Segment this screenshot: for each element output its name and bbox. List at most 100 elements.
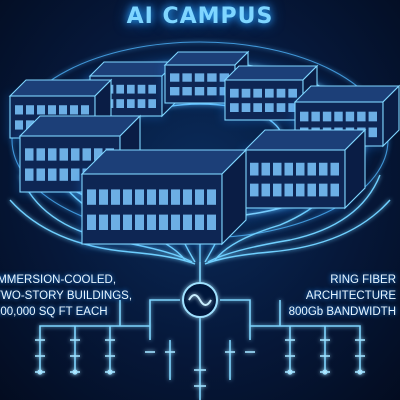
building-window <box>284 183 293 197</box>
building-window <box>311 111 320 122</box>
building-window <box>48 168 57 181</box>
building-window <box>116 99 124 108</box>
building-window <box>87 189 96 205</box>
building-window <box>135 189 144 205</box>
building-window <box>368 127 377 138</box>
building-window <box>147 189 156 205</box>
building-window <box>368 111 377 122</box>
building-window <box>111 214 120 230</box>
building-window <box>265 88 274 98</box>
caption-left-line-3: 100,000 SQ FT EACH <box>0 306 108 318</box>
building-window <box>135 214 144 230</box>
terminal-dot <box>287 369 293 375</box>
building-window <box>183 189 192 205</box>
building-window <box>330 162 339 176</box>
building-window <box>207 189 216 205</box>
caption-right-line-3: 800Gb BANDWIDTH <box>288 306 396 318</box>
caption-right-line-1: RING FIBER <box>330 274 396 286</box>
building-window <box>37 105 45 115</box>
building-window <box>116 84 124 94</box>
caption-left: IMMERSION-COOLED, TWO-STORY BUILDINGS, 1… <box>0 272 132 320</box>
building-window <box>284 162 293 176</box>
building-window <box>25 168 34 181</box>
building-window <box>71 168 80 181</box>
building-window <box>123 189 132 205</box>
building-window <box>182 73 192 82</box>
building-window <box>296 183 305 197</box>
building-window <box>15 105 23 115</box>
building-window <box>137 84 146 94</box>
building-window <box>171 214 180 230</box>
buildings <box>8 50 400 246</box>
building-window <box>241 88 251 98</box>
building-window <box>127 84 135 94</box>
ac-power-sine-icon <box>182 282 218 318</box>
building-window <box>253 88 262 98</box>
building-window <box>36 148 45 161</box>
building-window <box>261 183 270 197</box>
building-window <box>319 162 328 176</box>
building-window <box>207 214 216 230</box>
building-window <box>123 214 132 230</box>
building <box>18 114 142 194</box>
building-window <box>207 87 217 96</box>
building-window <box>195 189 204 205</box>
building-window <box>230 103 239 112</box>
building-window <box>219 73 229 82</box>
building-window <box>111 189 120 205</box>
caption-right-line-2: ARCHITECTURE <box>305 290 396 302</box>
building-window <box>307 162 316 176</box>
building-window <box>25 148 34 161</box>
building-window <box>322 111 332 122</box>
building-window <box>182 87 192 96</box>
building-window <box>59 105 67 115</box>
building-window <box>261 162 270 176</box>
building-window <box>253 103 262 112</box>
building-window <box>241 103 251 112</box>
building-window <box>36 168 45 181</box>
building-window <box>194 87 205 96</box>
building-window <box>183 214 192 230</box>
building-window <box>276 88 286 98</box>
building-window <box>99 189 108 205</box>
terminal-dot <box>357 369 363 375</box>
building-window <box>330 183 339 197</box>
building-window <box>59 168 68 181</box>
building-window <box>273 183 282 197</box>
building-window <box>26 120 34 130</box>
building-window <box>70 105 78 115</box>
building-window <box>334 111 343 122</box>
building-window <box>296 162 305 176</box>
building-window <box>147 214 156 230</box>
building-window <box>345 111 355 122</box>
building-window <box>48 148 57 161</box>
building-window <box>71 148 80 161</box>
building-window <box>15 120 23 130</box>
building <box>243 128 367 210</box>
building-window <box>59 148 68 161</box>
caption-left-line-1: IMMERSION-COOLED, <box>0 274 117 286</box>
building-window <box>159 189 168 205</box>
building-window <box>250 183 259 197</box>
building-window <box>288 103 297 112</box>
building-window <box>273 162 282 176</box>
caption-left-line-2: TWO-STORY BUILDINGS, <box>0 290 133 302</box>
building <box>80 148 248 246</box>
building-window <box>170 73 180 82</box>
terminal-dot <box>322 369 328 375</box>
building-window <box>250 162 259 176</box>
building-window <box>207 73 217 82</box>
building-window <box>137 99 146 108</box>
building-window <box>82 148 91 161</box>
building-window <box>148 84 156 94</box>
building-window <box>276 103 286 112</box>
building-window <box>159 214 168 230</box>
terminal-dot <box>72 369 78 375</box>
building-window <box>194 73 205 82</box>
building-window <box>288 88 297 98</box>
building-window <box>26 105 34 115</box>
building-window <box>265 103 274 112</box>
building-window <box>319 183 328 197</box>
building-window <box>127 99 135 108</box>
building-window <box>230 88 239 98</box>
